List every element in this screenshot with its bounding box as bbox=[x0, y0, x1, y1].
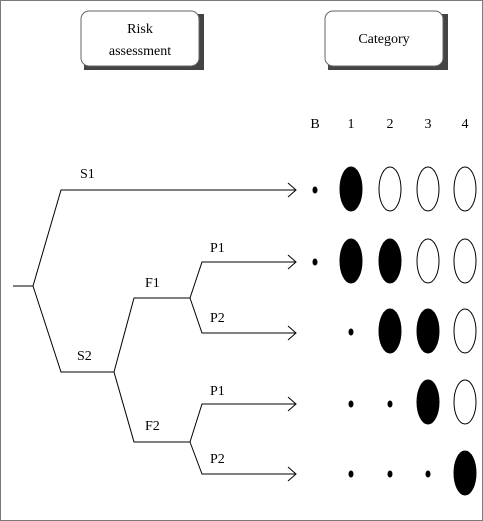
row5-cat3-dot bbox=[425, 470, 431, 478]
row2-cat3-open bbox=[416, 238, 440, 284]
column-header-b: B bbox=[310, 117, 319, 132]
row2-cat2-filled bbox=[378, 238, 402, 284]
row3-cat4-open bbox=[453, 308, 477, 354]
row5-cat4-filled bbox=[453, 450, 477, 496]
label-p1-top: P1 bbox=[210, 241, 225, 256]
label-p2-top: P2 bbox=[210, 311, 225, 326]
column-header-4: 4 bbox=[462, 117, 469, 132]
s1-branch bbox=[32, 189, 295, 287]
label-s1: S1 bbox=[80, 167, 95, 182]
row4-cat1-dot bbox=[348, 400, 354, 408]
risk-box-line1: Risk bbox=[127, 22, 153, 37]
row1-cat4-open bbox=[453, 166, 477, 212]
row4-cat3-filled bbox=[416, 379, 440, 425]
row1-cat1-filled bbox=[339, 166, 363, 212]
label-f1: F1 bbox=[145, 276, 160, 291]
arrow-row-1 bbox=[287, 182, 297, 198]
f1-p1-branch bbox=[189, 261, 295, 299]
f2-branch bbox=[113, 371, 190, 443]
label-p2-bottom: P2 bbox=[210, 452, 225, 467]
category-box bbox=[324, 10, 444, 67]
row2-cat1-filled bbox=[339, 238, 363, 284]
risk-box bbox=[80, 10, 200, 67]
f1-branch bbox=[113, 297, 190, 373]
label-s2: S2 bbox=[77, 349, 92, 364]
category-box-label: Category bbox=[358, 32, 409, 47]
risk-box-line2: assessment bbox=[109, 44, 171, 59]
row1-b-dot bbox=[312, 186, 318, 194]
label-f2: F2 bbox=[145, 419, 160, 434]
arrow-row-5 bbox=[287, 466, 297, 482]
row5-cat2-dot bbox=[387, 470, 393, 478]
f2-p2-branch bbox=[189, 441, 295, 475]
tree-lines bbox=[13, 182, 297, 482]
f2-p1-branch bbox=[189, 403, 295, 443]
row4-cat2-dot bbox=[387, 400, 393, 408]
row3-cat3-filled bbox=[416, 308, 440, 354]
label-p1-bottom: P1 bbox=[210, 384, 225, 399]
row2-b-dot bbox=[312, 258, 318, 266]
column-header-1: 1 bbox=[348, 117, 355, 132]
row3-cat2-filled bbox=[378, 308, 402, 354]
row2-cat4-open bbox=[453, 238, 477, 284]
row4-cat4-open bbox=[453, 379, 477, 425]
row5-cat1-dot bbox=[348, 470, 354, 478]
arrow-row-3 bbox=[287, 325, 297, 341]
row1-cat2-open bbox=[378, 166, 402, 212]
arrow-row-2 bbox=[287, 254, 297, 270]
row3-cat1-dot bbox=[348, 328, 354, 336]
row1-cat3-open bbox=[416, 166, 440, 212]
column-header-2: 2 bbox=[387, 117, 394, 132]
arrow-row-4 bbox=[287, 396, 297, 412]
column-header-3: 3 bbox=[425, 117, 432, 132]
s2-branch bbox=[32, 285, 114, 373]
f1-p2-branch bbox=[189, 297, 295, 334]
